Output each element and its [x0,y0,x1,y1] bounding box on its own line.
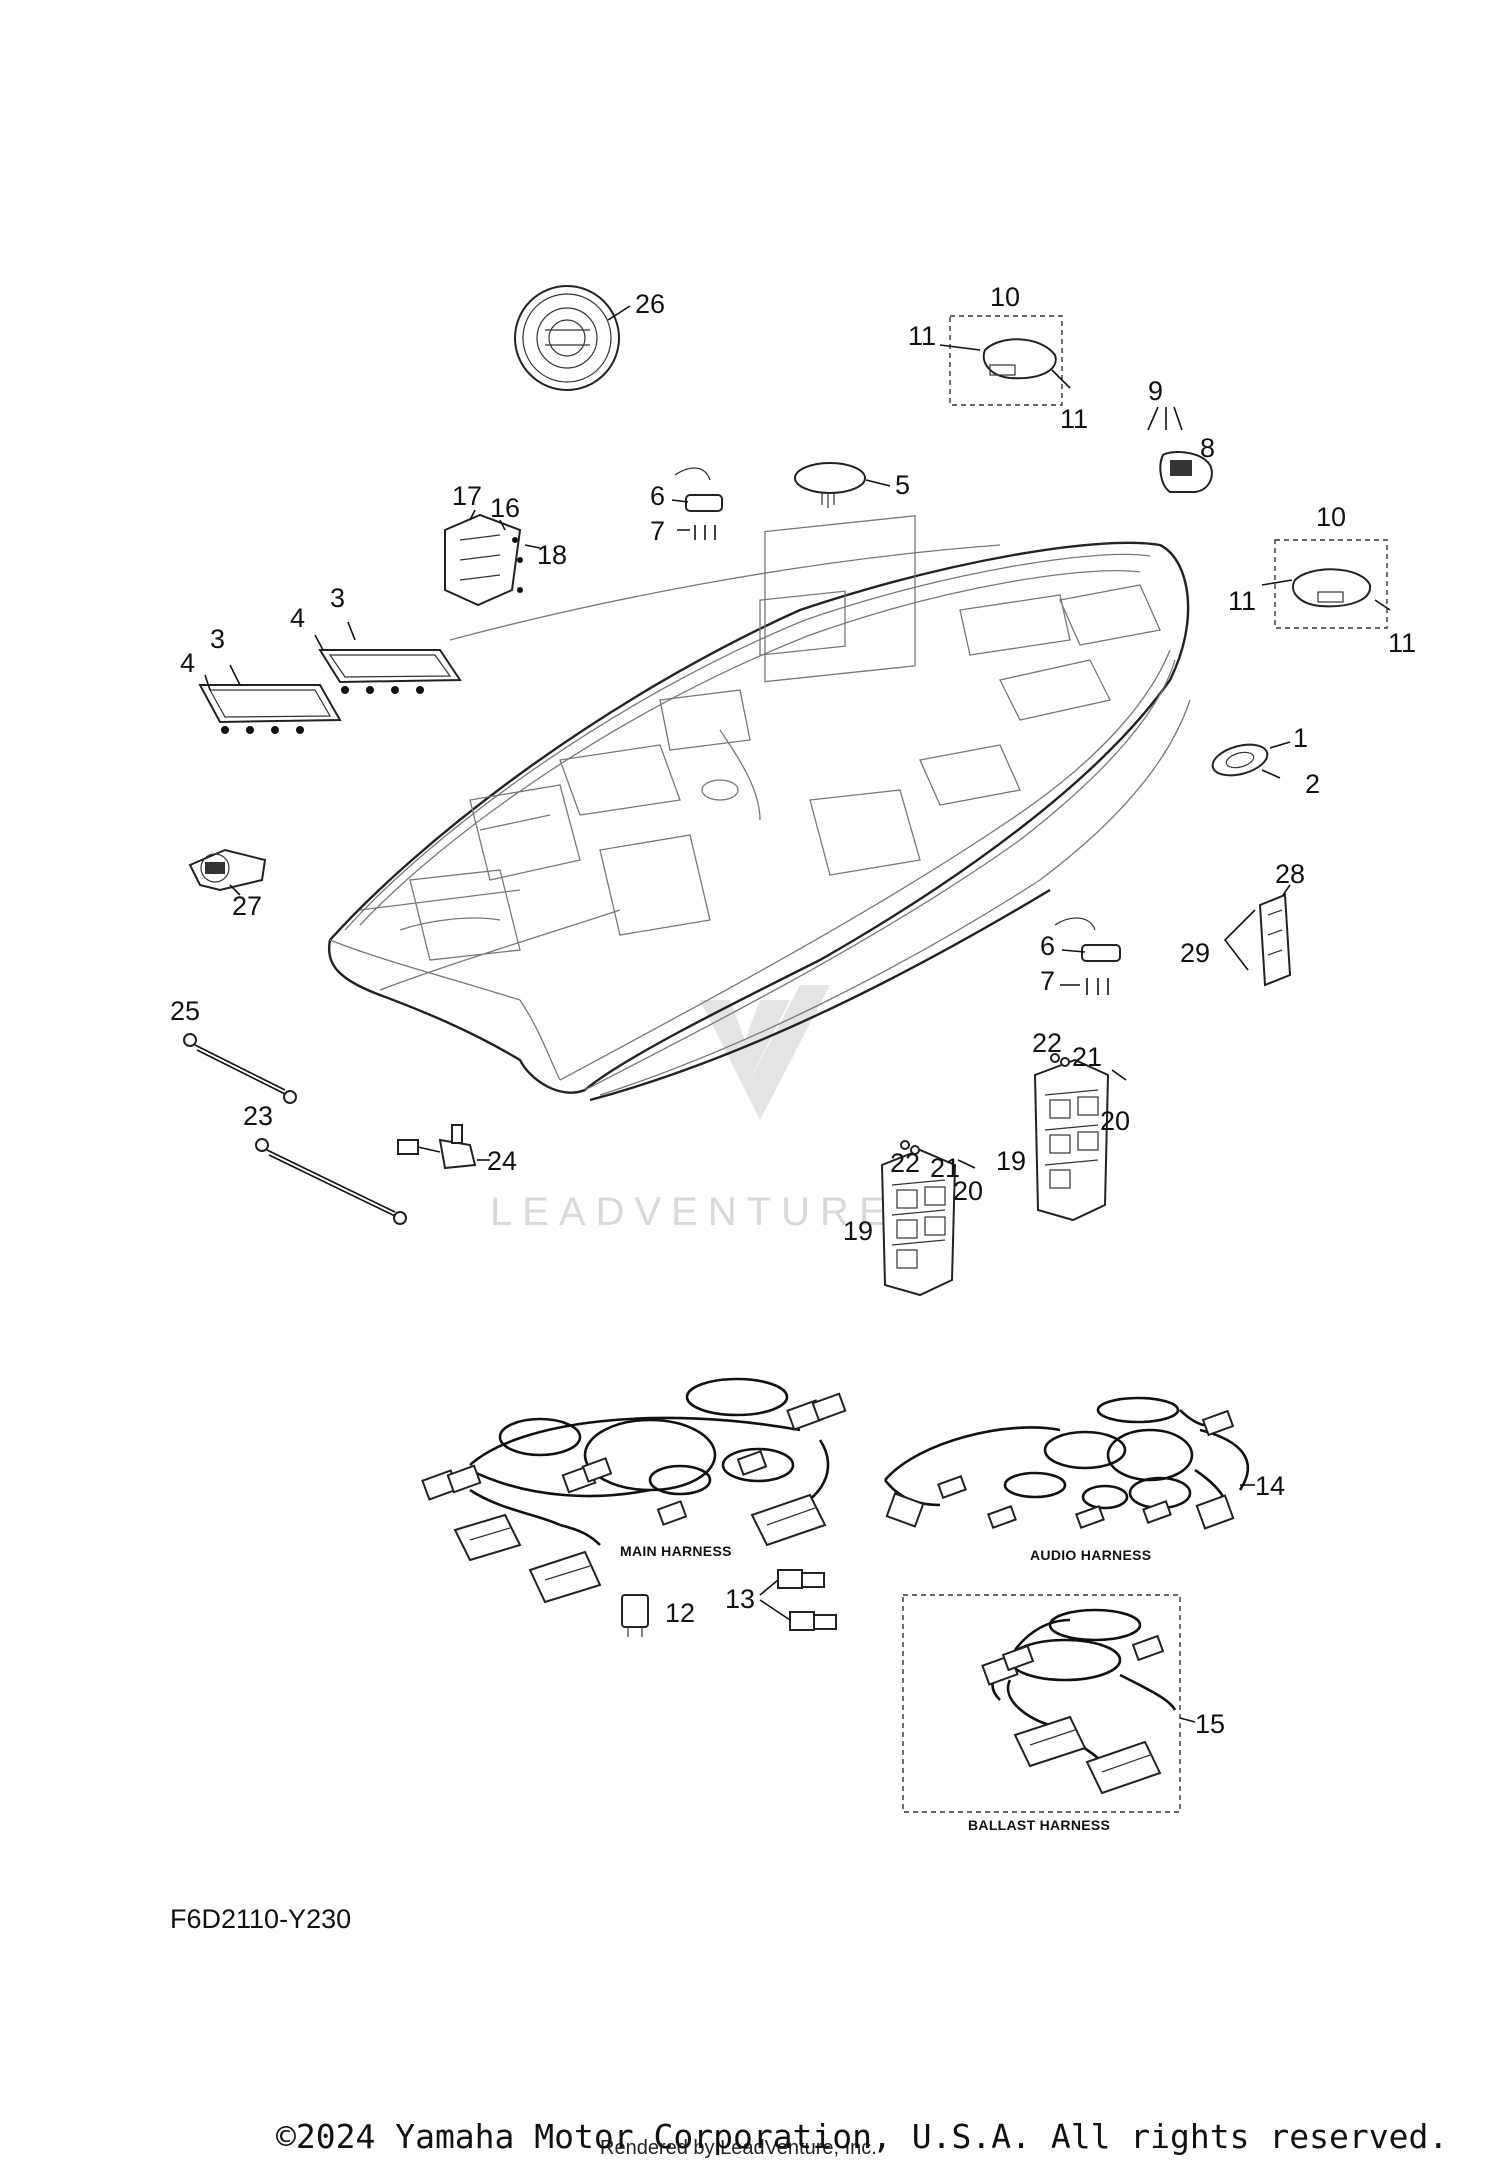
part-26-gauge: 26 [514,285,665,391]
callout-23: 23 [243,1101,273,1131]
audio-harness: 14 AUDIO HARNESS [883,1396,1285,1563]
part-27-socket: 27 [188,848,267,921]
part-25-cable: 25 [170,996,297,1104]
callout-11b: 11 [1060,404,1088,434]
copyright: ©2024 Yamaha Motor Corporation, U.S.A. A… [276,2117,1448,2156]
part-23-cable: 23 [243,1101,407,1225]
callout-22b: 22 [1032,1028,1062,1058]
callout-21b: 21 [1072,1042,1102,1072]
main-harness: MAIN HARNESS [421,1377,847,1604]
part-19-22-left-module: 22 21 20 19 [843,1140,983,1297]
callout-7b: 7 [1040,966,1055,996]
callout-21a: 21 [930,1153,960,1183]
label-main-harness: MAIN HARNESS [620,1543,732,1559]
callout-20b: 20 [1100,1106,1130,1136]
part-10-speaker-top: 10 11 11 [908,282,1088,434]
callout-17: 17 [452,481,482,511]
callout-27: 27 [232,891,262,921]
callout-4b: 4 [180,648,195,678]
callout-26: 26 [635,289,665,319]
callout-18: 18 [537,540,567,570]
callout-10b: 10 [1316,502,1346,532]
callout-19b: 19 [996,1146,1026,1176]
callout-6b: 6 [1040,931,1055,961]
callout-5: 5 [895,470,910,500]
callout-22a: 22 [890,1148,920,1178]
label-audio-harness: AUDIO HARNESS [1030,1547,1151,1563]
part-16-17-18-switch: 17 16 18 [444,481,567,607]
callout-3a: 3 [330,583,345,613]
callout-1: 1 [1293,723,1308,753]
part-19-22-right-module: 22 21 20 19 [996,1028,1130,1222]
part-5-cover: 5 [794,462,910,508]
callout-2: 2 [1305,769,1320,799]
part-12-relay: 12 [621,1594,695,1637]
callout-10a: 10 [990,282,1020,312]
callout-15: 15 [1195,1709,1225,1739]
watermark-text: LEADVENTURE [490,1190,896,1234]
callout-4a: 4 [290,603,305,633]
callout-28: 28 [1275,859,1305,889]
label-ballast-harness: BALLAST HARNESS [968,1817,1110,1833]
callout-13: 13 [725,1584,755,1614]
callout-11c: 11 [1228,586,1256,616]
callout-20a: 20 [953,1176,983,1206]
part-28-29-rail: 28 29 [1180,859,1305,987]
diagram-code: F6D2110-Y230 [170,1904,351,1934]
part-24-sensor: 24 [397,1124,517,1176]
callout-9: 9 [1148,376,1163,406]
callout-25: 25 [170,996,200,1026]
callout-14: 14 [1255,1471,1285,1501]
callout-24: 24 [487,1146,517,1176]
rendered-by: Rendered by LeadVenture, Inc. [600,2137,877,2159]
part-10-speaker-right: 10 11 11 [1228,502,1416,658]
part-6-7-lower: 6 7 [1040,917,1121,996]
callout-16: 16 [490,493,520,523]
callout-7a: 7 [650,516,665,546]
callout-11d: 11 [1388,628,1416,658]
callout-12: 12 [665,1598,695,1628]
boat-hull [327,515,1191,1102]
callout-8: 8 [1200,433,1215,463]
callout-3b: 3 [210,624,225,654]
part-1-2-fitting: 1 2 [1211,723,1320,799]
callout-19a: 19 [843,1216,873,1246]
callout-29: 29 [1180,938,1210,968]
part-3-4-trays: 4 3 3 4 [180,583,462,734]
callout-11a: 11 [908,321,936,351]
part-8-9-light: 9 8 [1147,376,1215,493]
callout-6a: 6 [650,481,665,511]
ballast-harness: 15 BALLAST HARNESS [902,1594,1225,1833]
part-13-connectors: 13 [725,1569,837,1631]
part-6-7-upper: 6 7 [650,467,723,546]
watermark: LEADVENTURE [490,985,896,1234]
